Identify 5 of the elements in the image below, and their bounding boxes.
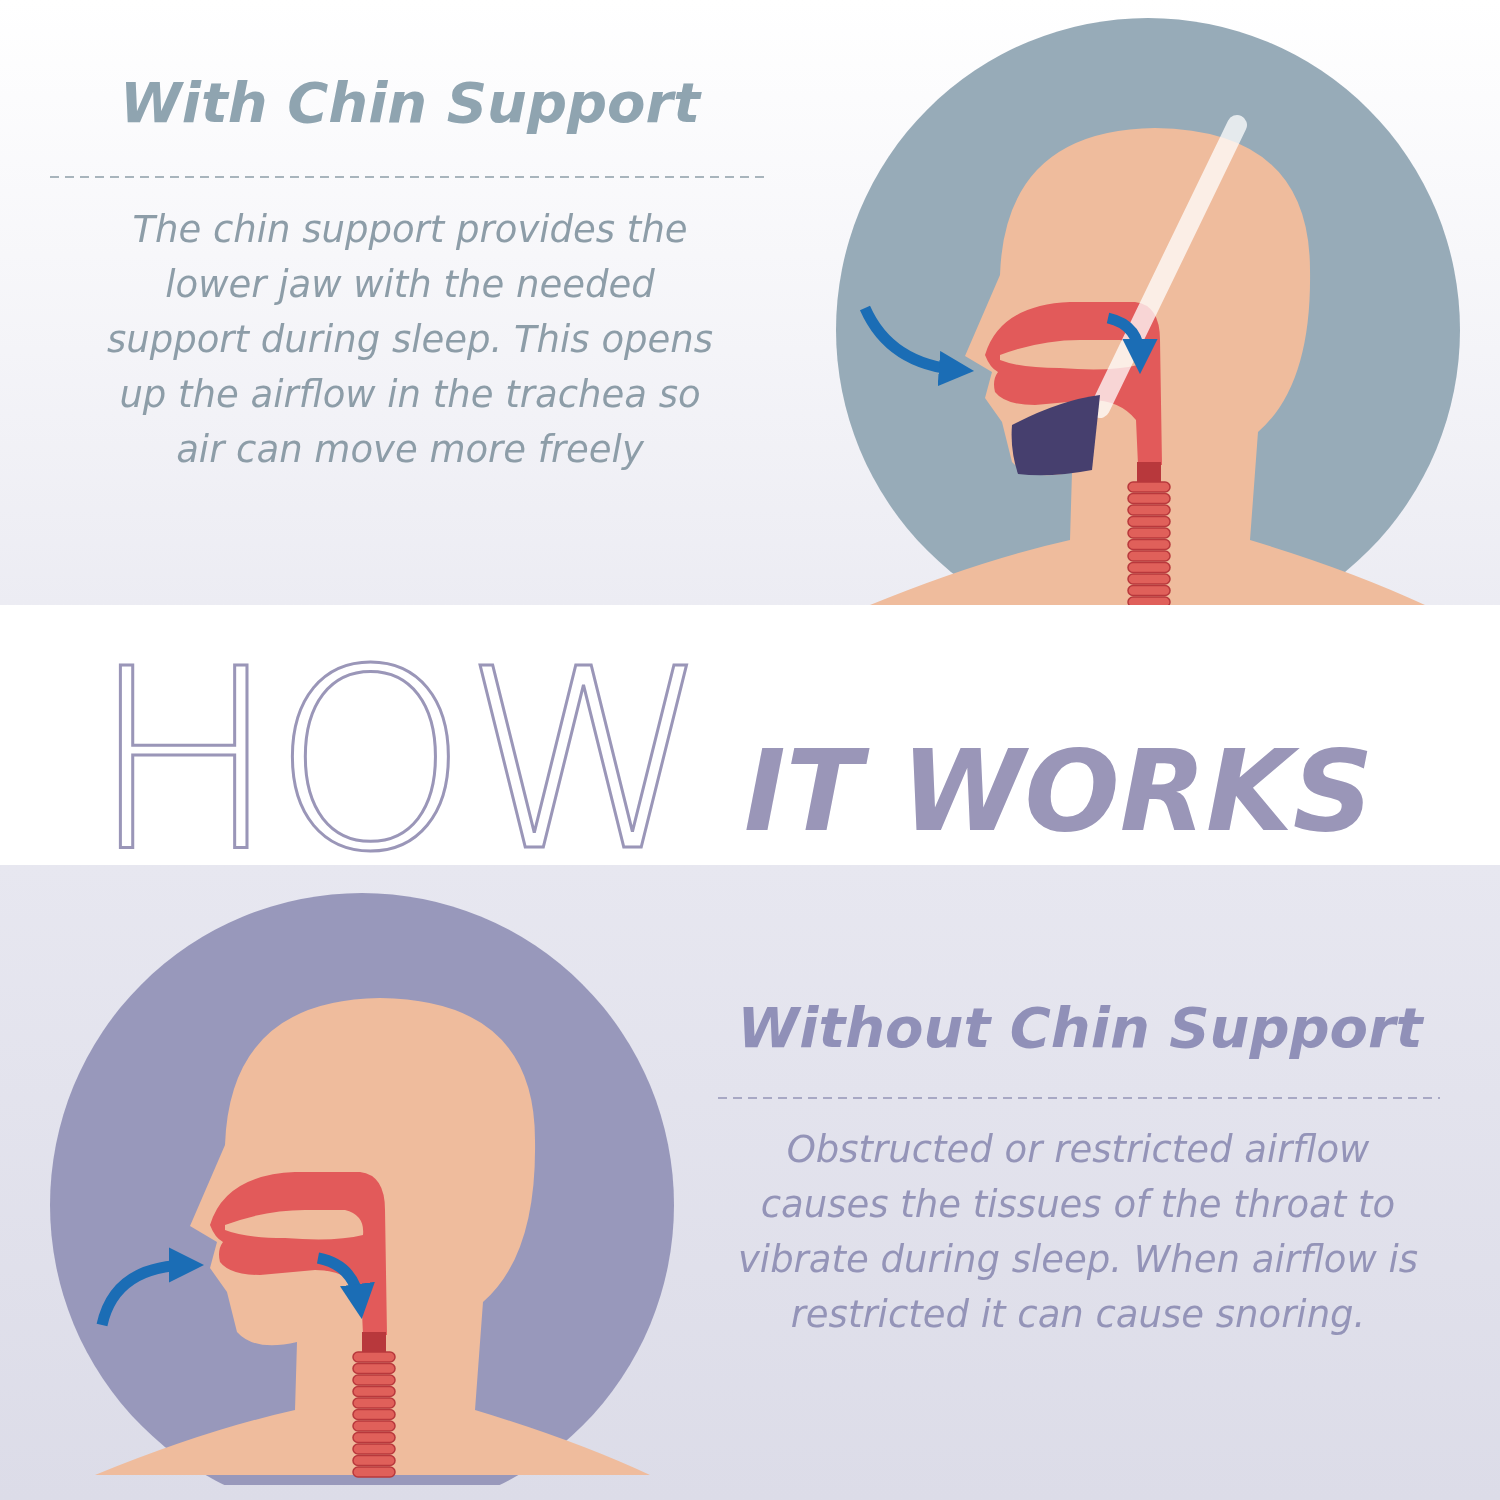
section-heading: With Chin Support: [119, 70, 703, 135]
description-paragraph: The chin support provides the lower jaw with the needed support during sleep. This opens up the airflow in the trachea so air can move more freely: [106, 207, 714, 473]
page-title: HOW IT WORKS: [90, 615, 1374, 906]
description-paragraph: Obstructed or restricted airflow causes the tissues of the throat to vibrate during sleep. When airflow is restricted it can cause snoring.: [736, 1127, 1420, 1338]
section-heading: Without Chin Support: [736, 995, 1425, 1060]
